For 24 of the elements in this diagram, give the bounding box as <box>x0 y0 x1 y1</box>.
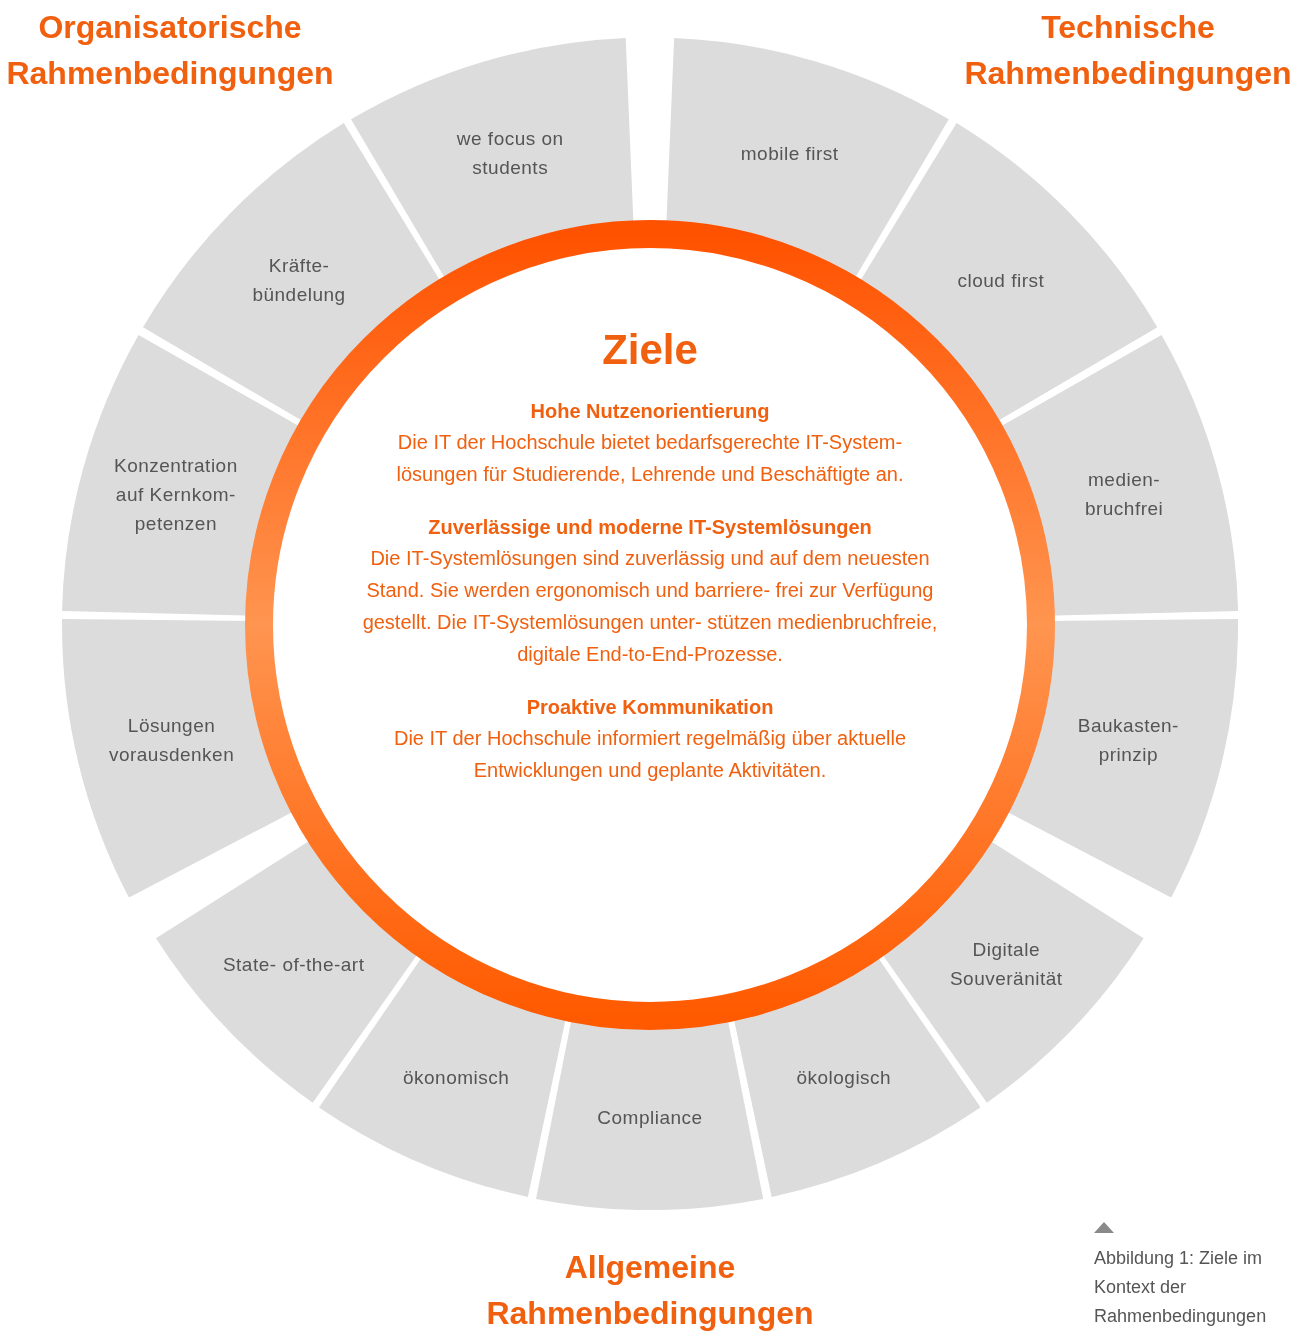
segment-label: Kräfte- bündelung <box>251 254 347 308</box>
segment-label: Baukasten- prinzip <box>1076 713 1180 767</box>
segment-label: Konzentration auf Kernkom- petenzen <box>113 453 239 536</box>
figure-caption: Abbildung 1: Ziele im Kontext der Rahmenbedingungen <box>1094 1247 1268 1328</box>
goal-heading: Hohe Nutzenorientierung <box>529 399 771 424</box>
segment-label: medien- bruchfrei <box>1083 467 1165 521</box>
goal-description: Die IT der Hochschule bietet bedarfsgerechte IT-System- lösungen für Studierende, Lehrende und Beschäftigte an. <box>395 430 905 487</box>
segment-label: State- of-the-art <box>221 952 366 977</box>
segment-label: mobile first <box>739 141 840 166</box>
segment-label: Digitale Souveränität <box>948 938 1064 992</box>
group-heading: Organisatorische Rahmenbedingungen <box>5 8 335 93</box>
group-heading: Allgemeine Rahmenbedingungen <box>485 1248 815 1331</box>
segment-label: ökonomisch <box>401 1065 511 1090</box>
goals-title: Ziele <box>601 325 699 375</box>
goal-heading: Proaktive Kommunikation <box>525 695 775 720</box>
goal-description: Die IT-Systemlösungen sind zuverlässig und auf dem neuesten Stand. Sie werden ergonomisch und barriere- frei zur Verfügung gestellt. Die IT-Systemlösungen unter- stützen medienbruchfreie, digitale End-to-End-Prozesse. <box>361 546 939 667</box>
segment-label: ökologisch <box>795 1065 893 1090</box>
goal-heading: Zuverlässige und moderne IT-Systemlösungen <box>427 515 873 540</box>
segment-label: cloud first <box>956 268 1046 293</box>
goal-description: Die IT der Hochschule informiert regelmäßig über aktuelle Entwicklungen und geplante Aktivitäten. <box>392 726 908 783</box>
segment-label: Lösungen vorausdenken <box>107 713 236 767</box>
segment-label: Compliance <box>596 1105 704 1130</box>
group-heading: Technische Rahmenbedingungen <box>963 8 1293 93</box>
segment-label: we focus on students <box>455 127 565 181</box>
